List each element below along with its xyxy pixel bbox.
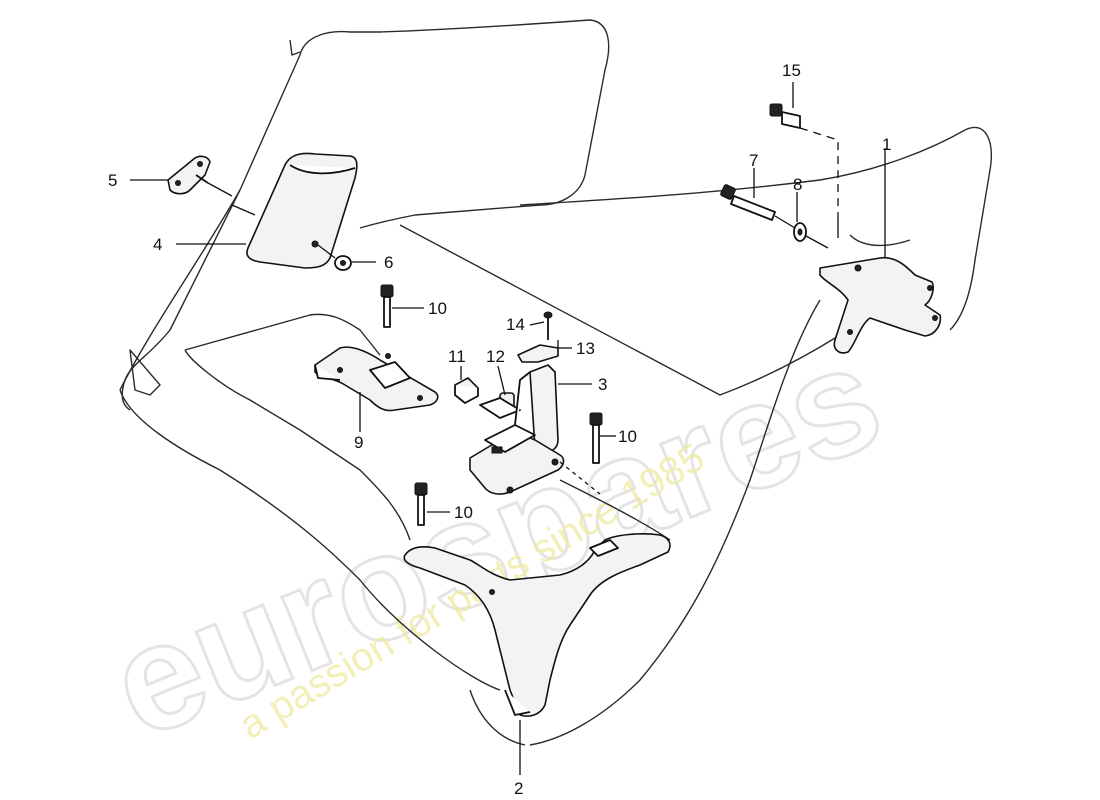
part-11-pad (454, 377, 479, 404)
body-outline (119, 19, 992, 746)
watermark-brand: eurospares (89, 311, 902, 770)
callout-labels: 1 2 3 4 5 6 7 8 9 10 10 10 11 12 13 14 1… (108, 61, 891, 798)
part-15-bolt (769, 103, 801, 129)
callout-15: 15 (782, 61, 801, 80)
part-1-bracket (819, 256, 942, 354)
part-5-plate (167, 155, 211, 195)
watermark: eurospares a passion for parts since 198… (88, 309, 904, 771)
part-10-bolt-a (380, 284, 394, 328)
callout-10-top: 10 (428, 299, 447, 318)
callout-11: 11 (448, 347, 466, 366)
part-14-screw (543, 311, 553, 340)
part-6-washer (334, 255, 352, 271)
part-7-bolt (720, 184, 776, 221)
callout-4: 4 (153, 235, 162, 254)
part-12-sleeve (479, 392, 521, 419)
part-2-crossmember (403, 533, 671, 717)
callout-7: 7 (749, 151, 758, 170)
callout-9: 9 (354, 433, 363, 452)
callout-12: 12 (486, 347, 505, 366)
callout-5: 5 (108, 171, 117, 190)
callout-1: 1 (882, 135, 891, 154)
part-4-buffer (246, 152, 358, 269)
callout-8: 8 (793, 175, 802, 194)
callout-3: 3 (598, 375, 607, 394)
part-9-bracket (314, 346, 439, 412)
callout-10-right: 10 (618, 427, 637, 446)
callout-2: 2 (514, 779, 523, 798)
part-10-bolt-c (414, 482, 428, 526)
callout-13: 13 (576, 339, 595, 358)
part-3-engine-mount (469, 364, 565, 495)
callout-10-bottom: 10 (454, 503, 473, 522)
part-8-washer (793, 222, 807, 242)
callout-14: 14 (506, 315, 525, 334)
leader-lines (130, 82, 886, 775)
part-13-clip (517, 344, 559, 363)
part-10-bolt-b (589, 412, 603, 464)
callout-6: 6 (384, 253, 393, 272)
